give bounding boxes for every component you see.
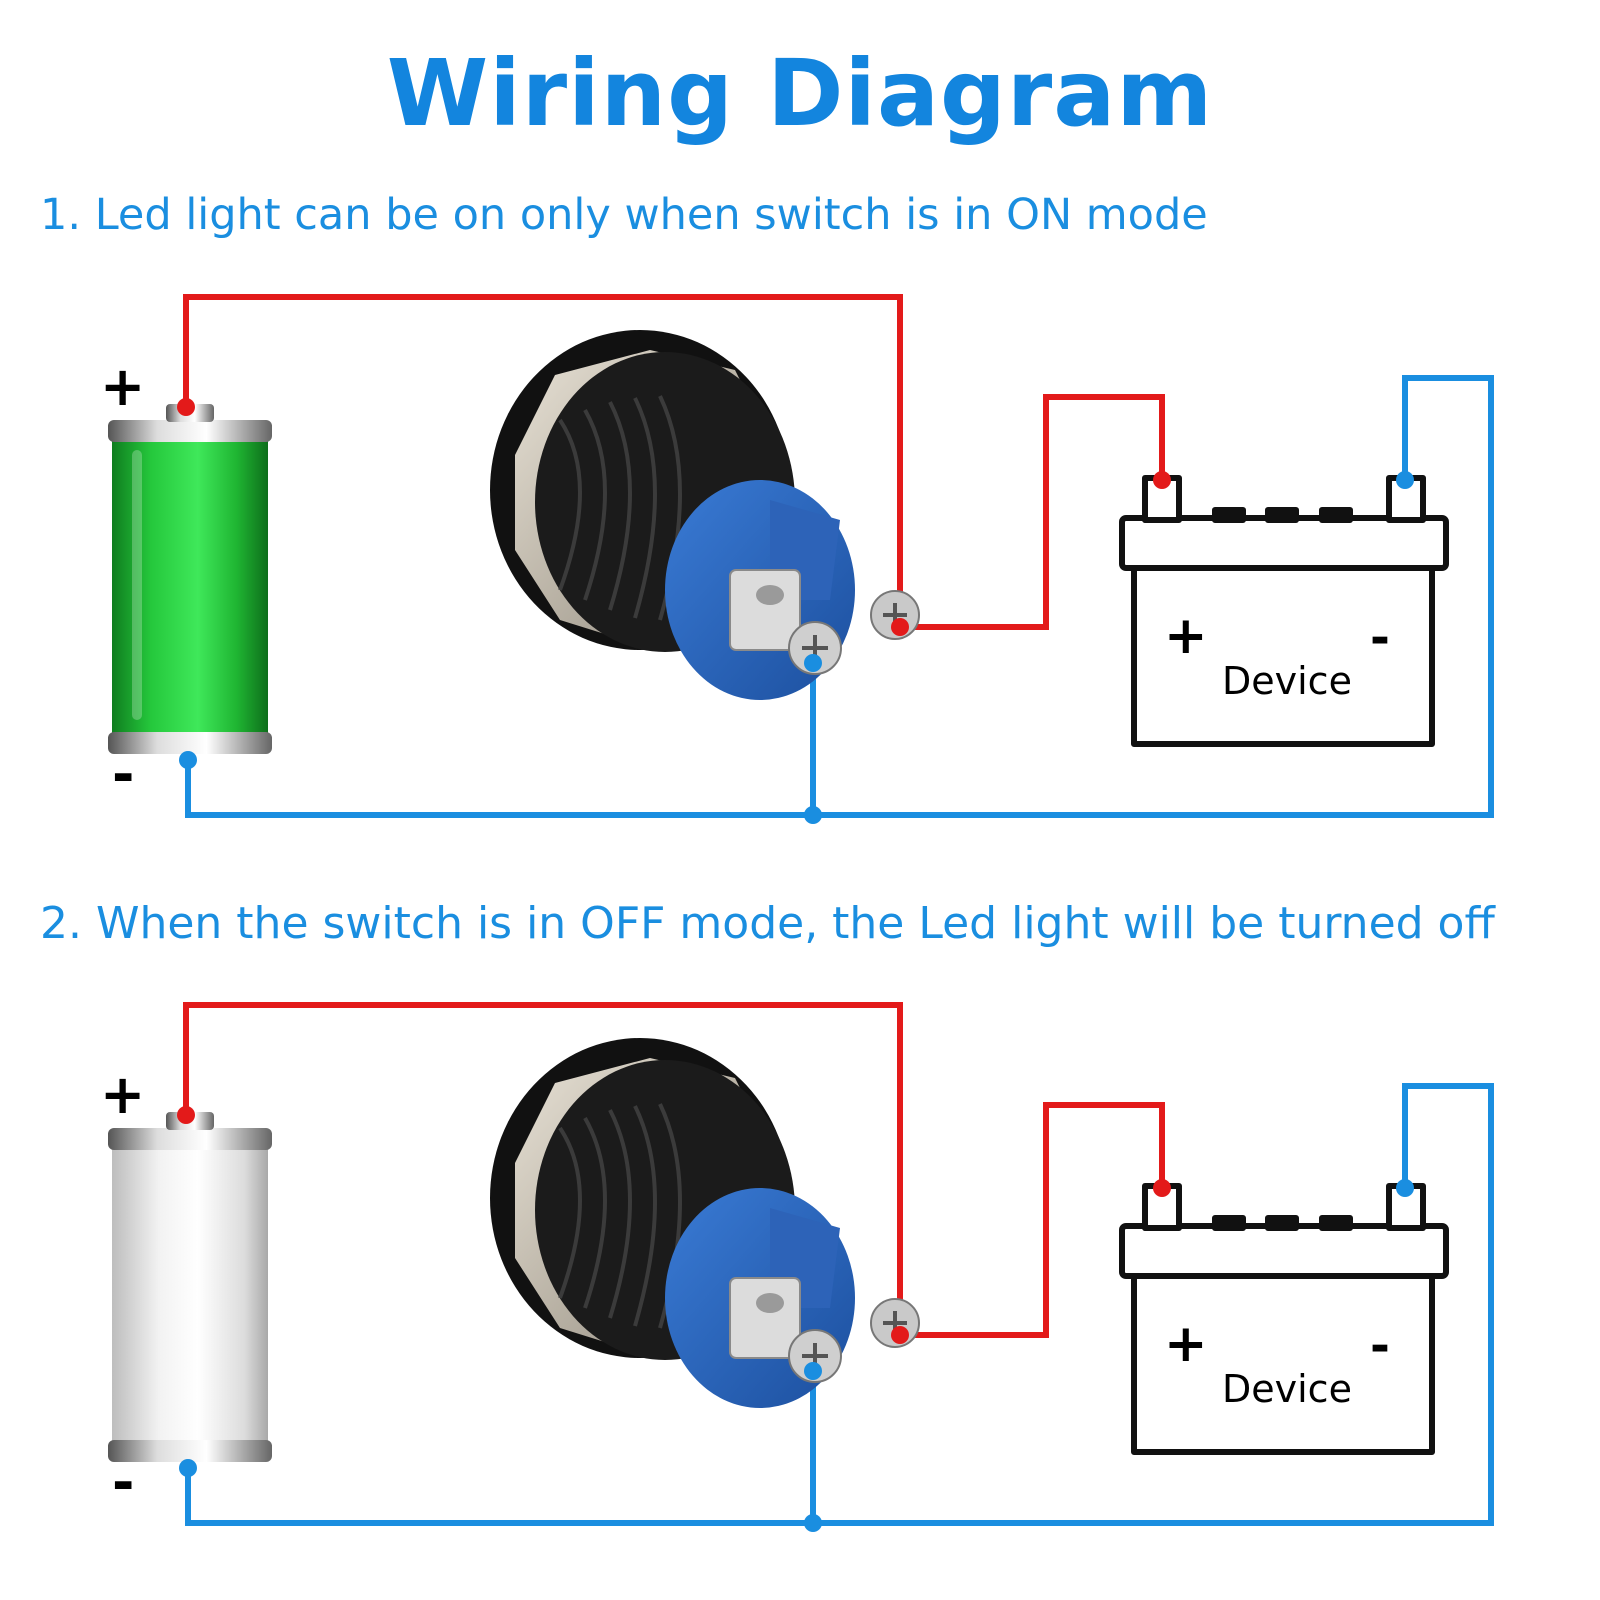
device-plus-label: + [1164,1314,1208,1374]
wiring-canvas-on [108,294,1494,824]
ground-junction [804,1514,822,1532]
switch-positive-terminal [891,1326,909,1344]
device-minus-label: - [1370,1318,1390,1374]
battery-positive-terminal [177,1106,195,1124]
device-negative-terminal [1396,1179,1414,1197]
push-button-switch-icon [490,330,920,700]
positive-wire [183,1002,1165,1338]
wiring-canvas-off [108,1002,1494,1532]
device-label: Device [1222,659,1352,703]
battery-minus-label: - [112,1451,135,1514]
battery-plus-label: + [100,1063,146,1126]
switch-negative-terminal [804,654,822,672]
wiring-diagram-on-mode: + - + - Device [0,270,1600,890]
switch-negative-terminal [804,1362,822,1380]
device-plus-label: + [1164,606,1208,666]
negative-wire [185,1083,1494,1526]
battery-negative-terminal [179,1459,197,1477]
device-positive-terminal [1153,1179,1171,1197]
step-1-caption: 1. Led light can be on only when switch … [40,190,1208,240]
battery-minus-label: - [112,743,135,806]
device-positive-terminal [1153,471,1171,489]
battery-plus-label: + [100,355,146,418]
battery-negative-terminal [179,751,197,769]
battery-positive-terminal [177,398,195,416]
push-button-switch-icon [490,1038,920,1408]
led-battery-icon [108,1112,272,1462]
device-minus-label: - [1370,610,1390,666]
positive-wire [183,294,1165,630]
negative-wire [185,375,1494,818]
ground-junction [804,806,822,824]
led-battery-icon [108,404,272,754]
device-label: Device [1222,1367,1352,1411]
device-negative-terminal [1396,471,1414,489]
page-title: Wiring Diagram [386,40,1214,147]
wiring-diagram-off-mode: + - + - Device [0,978,1600,1598]
switch-positive-terminal [891,618,909,636]
step-2-caption: 2. When the switch is in OFF mode, the L… [40,898,1495,949]
